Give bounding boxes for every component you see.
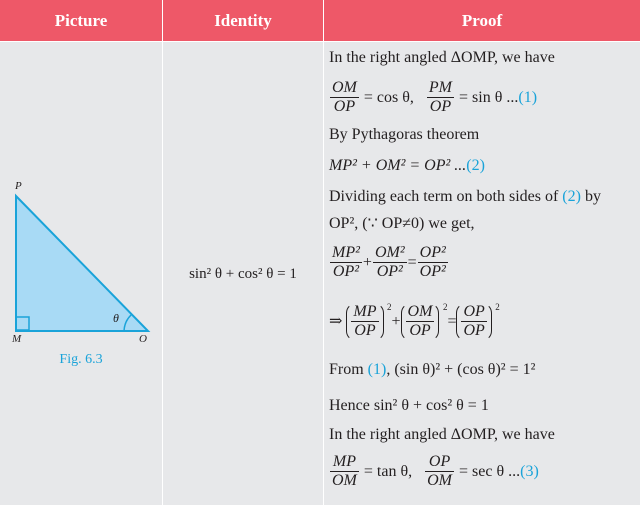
point-m-label: M [12,333,22,345]
point-p-label: P [15,180,22,192]
ref-3: (3) [520,462,539,480]
figure-caption: Fig. 6.3 [59,352,103,367]
proof-line-3: By Pythagoras theorem [329,126,480,143]
proof-line-6: OP², (∵ OP≠0) we get, [329,215,475,232]
header-identity: Identity [163,0,323,41]
identity-statement: sin² θ + cos² θ = 1 [189,266,297,282]
triangle-omp [15,193,151,332]
theta-label: θ [113,311,119,325]
proof-line-10: Hence sin² θ + cos² θ = 1 [329,397,489,414]
ref-2-inline: (2) [562,188,581,205]
ref-2: (2) [466,157,485,174]
angle-arc [123,314,132,332]
identity-cell [163,42,323,505]
proof-line-4: MP² + OM² = OP² ...(2) [329,157,485,174]
ref-1: (1) [518,88,538,106]
proof-line-9: From (1), (sin θ)² + (cos θ)² = 1² [329,361,536,378]
ref-1-inline: (1) [367,361,387,378]
proof-line-1: In the right angled ΔOMP, we have [329,49,555,66]
point-o-label: O [139,333,147,345]
right-angle-mark [15,316,30,331]
proof-line-5: Dividing each term on both sides of (2) … [329,188,601,205]
triangle-figure [15,193,151,332]
header-picture: Picture [0,0,162,41]
proof-line-11: In the right angled ΔOMP, we have [329,426,555,443]
header-proof: Proof [324,0,640,41]
proof-cell [324,42,640,505]
